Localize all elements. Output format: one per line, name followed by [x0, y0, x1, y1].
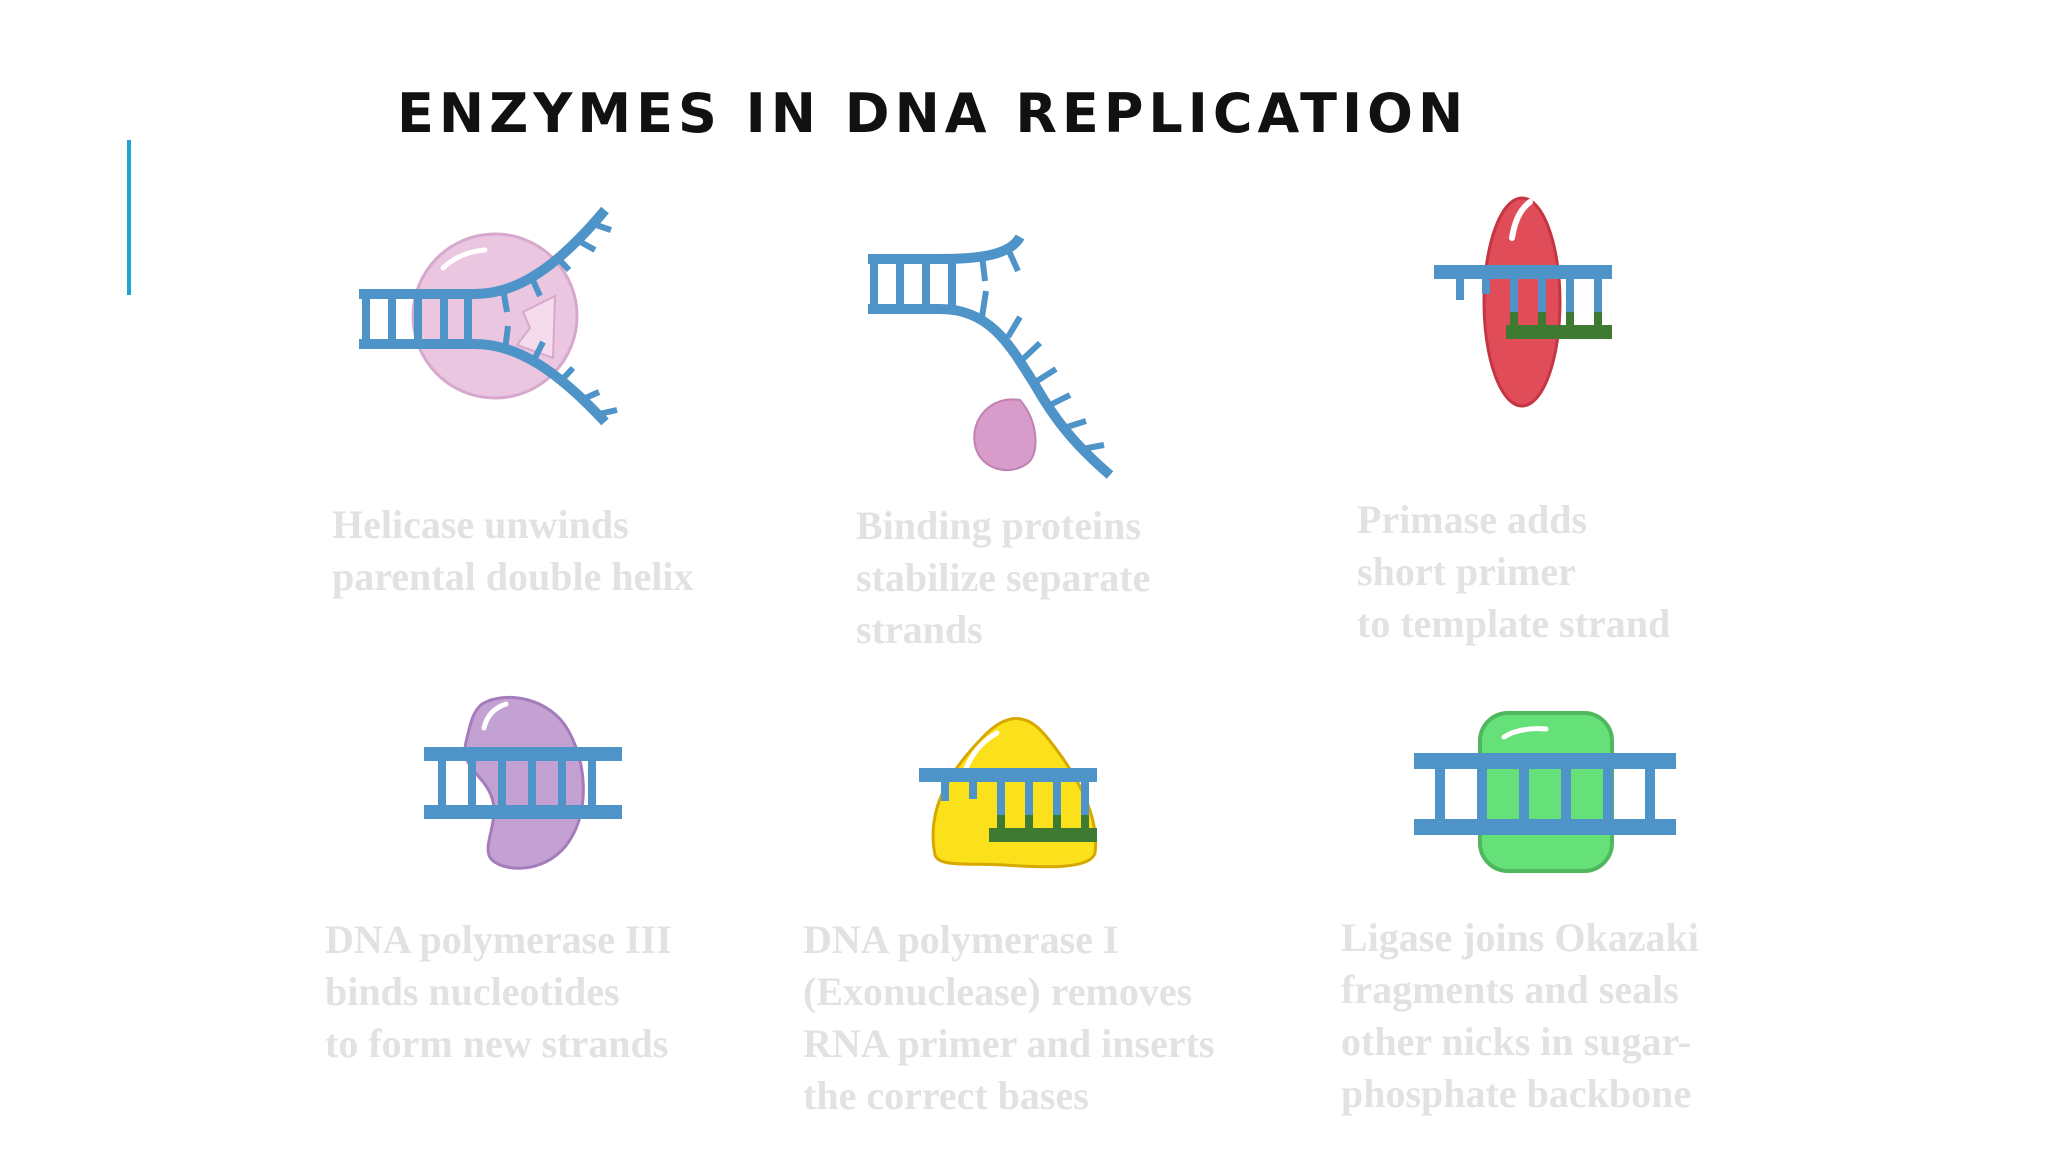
caption-line: Primase adds — [1357, 497, 1587, 542]
polymerase-i-highlight — [962, 730, 1000, 774]
single-strand-dna — [868, 234, 1114, 479]
ligase-illustration — [1414, 711, 1676, 873]
ligase-highlight — [1501, 726, 1549, 740]
caption-line: Binding proteins — [856, 503, 1141, 548]
caption-line: short primer — [1357, 549, 1576, 594]
polymerase-iii-caption: DNA polymerase III binds nucleotides to … — [325, 914, 672, 1070]
caption-line: phosphate backbone — [1341, 1071, 1692, 1116]
binding-proteins-illustration — [868, 234, 1114, 479]
rna-primer — [989, 815, 1097, 842]
primase-caption: Primase adds short primer to template st… — [1357, 494, 1670, 650]
binding-protein-shape — [973, 398, 1037, 472]
caption-line: to form new strands — [325, 1021, 669, 1066]
caption-line: binds nucleotides — [325, 969, 620, 1014]
dna-polymerase-i-illustration — [919, 717, 1098, 869]
caption-line: DNA polymerase III — [325, 917, 672, 962]
slide-title: ENZYMES IN DNA REPLICATION — [397, 82, 1469, 145]
dna-double-helix — [1414, 753, 1676, 835]
caption-line: to template strand — [1357, 601, 1671, 646]
polymerase-iii-highlight — [481, 701, 509, 731]
ligase-enzyme-shape — [1478, 711, 1614, 873]
caption-line: Helicase unwinds — [332, 502, 629, 547]
binding-proteins-caption: Binding proteins stabilize separate stra… — [856, 500, 1150, 656]
template-strand — [919, 768, 1097, 817]
caption-line: DNA polymerase I — [803, 917, 1119, 962]
polymerase-i-enzyme-shape — [931, 717, 1098, 869]
caption-line: fragments and seals — [1341, 967, 1679, 1012]
helicase-caption: Helicase unwinds parental double helix — [332, 499, 694, 603]
rna-primer — [1506, 312, 1612, 339]
caption-line: RNA primer and inserts — [803, 1021, 1215, 1066]
primase-illustration — [1434, 196, 1612, 408]
primase-highlight — [1509, 199, 1533, 241]
dna-polymerase-iii-illustration — [424, 695, 622, 870]
caption-line: stabilize separate — [856, 555, 1151, 600]
helicase-wedge — [515, 294, 557, 360]
caption-line: (Exonuclease) removes — [803, 969, 1193, 1014]
dna-double-helix — [424, 747, 622, 819]
template-strand — [1434, 265, 1612, 314]
caption-line: Ligase joins Okazaki — [1341, 915, 1699, 960]
caption-line: parental double helix — [332, 554, 694, 599]
dna-double-helix — [359, 206, 618, 426]
caption-line: strands — [856, 607, 983, 652]
helicase-illustration — [359, 206, 618, 426]
caption-line: the correct bases — [803, 1073, 1089, 1118]
polymerase-i-caption: DNA polymerase I (Exonuclease) removes R… — [803, 914, 1214, 1122]
primase-enzyme-shape — [1482, 196, 1562, 408]
helicase-highlight — [440, 247, 488, 271]
caption-line: other nicks in sugar- — [1341, 1019, 1692, 1064]
ligase-caption: Ligase joins Okazaki fragments and seals… — [1341, 912, 1699, 1120]
slide-accent-bar — [127, 140, 131, 295]
